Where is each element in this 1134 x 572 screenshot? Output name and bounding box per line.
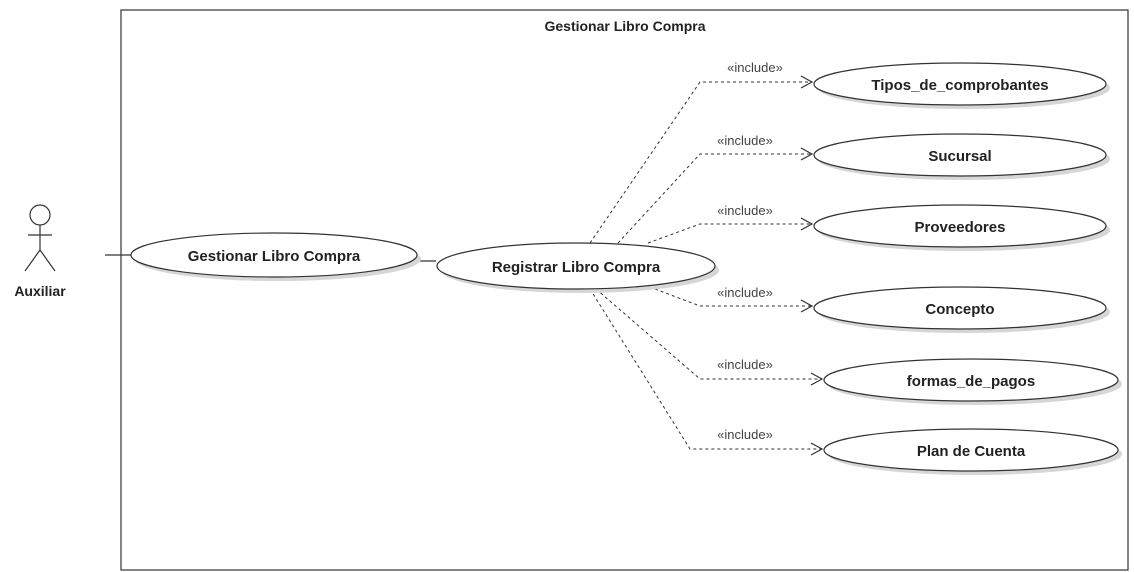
svg-text:«include»: «include» [717, 133, 773, 148]
include-concepto: «include» [654, 285, 814, 313]
svg-text:«include»: «include» [717, 285, 773, 300]
use-case-formas-de-pagos[interactable]: formas_de_pagos [823, 358, 1122, 405]
use-case-plan-de-cuenta[interactable]: Plan de Cuenta [823, 428, 1122, 475]
svg-text:Sucursal: Sucursal [928, 148, 991, 165]
actor-right-leg [39, 249, 56, 272]
use-case-tipos-de-comprobantes[interactable]: Tipos_de_comprobantes [813, 62, 1110, 109]
svg-text:«include»: «include» [717, 427, 773, 442]
svg-text:Tipos_de_comprobantes: Tipos_de_comprobantes [871, 77, 1048, 94]
actor-auxiliar[interactable]: Auxiliar [14, 204, 66, 299]
include-sucursal: «include» [617, 133, 814, 244]
svg-text:«include»: «include» [727, 60, 783, 75]
svg-text:Plan de Cuenta: Plan de Cuenta [917, 443, 1026, 460]
svg-text:Proveedores: Proveedores [915, 219, 1006, 236]
svg-text:«include»: «include» [717, 357, 773, 372]
actor-head [29, 204, 51, 226]
include-proveedores: «include» [647, 203, 814, 244]
svg-text:«include»: «include» [717, 203, 773, 218]
actor-left-leg [24, 249, 41, 272]
include-tipos: «include» [589, 60, 814, 244]
use-case-gestionar-libro-compra[interactable]: Gestionar Libro Compra [130, 232, 421, 281]
svg-text:formas_de_pagos: formas_de_pagos [907, 373, 1035, 390]
svg-text:Gestionar Libro Compra: Gestionar Libro Compra [188, 248, 361, 265]
actor-label: Auxiliar [14, 283, 66, 299]
include-formas: «include» [595, 288, 824, 386]
include-plan: «include» [589, 288, 824, 456]
svg-text:Concepto: Concepto [925, 301, 994, 318]
use-case-sucursal[interactable]: Sucursal [813, 133, 1110, 180]
system-title: Gestionar Libro Compra [544, 18, 705, 34]
use-case-proveedores[interactable]: Proveedores [813, 204, 1110, 251]
use-case-registrar-libro-compra[interactable]: Registrar Libro Compra [436, 242, 719, 293]
svg-text:Registrar Libro Compra: Registrar Libro Compra [492, 259, 661, 276]
use-case-concepto[interactable]: Concepto [813, 286, 1110, 333]
